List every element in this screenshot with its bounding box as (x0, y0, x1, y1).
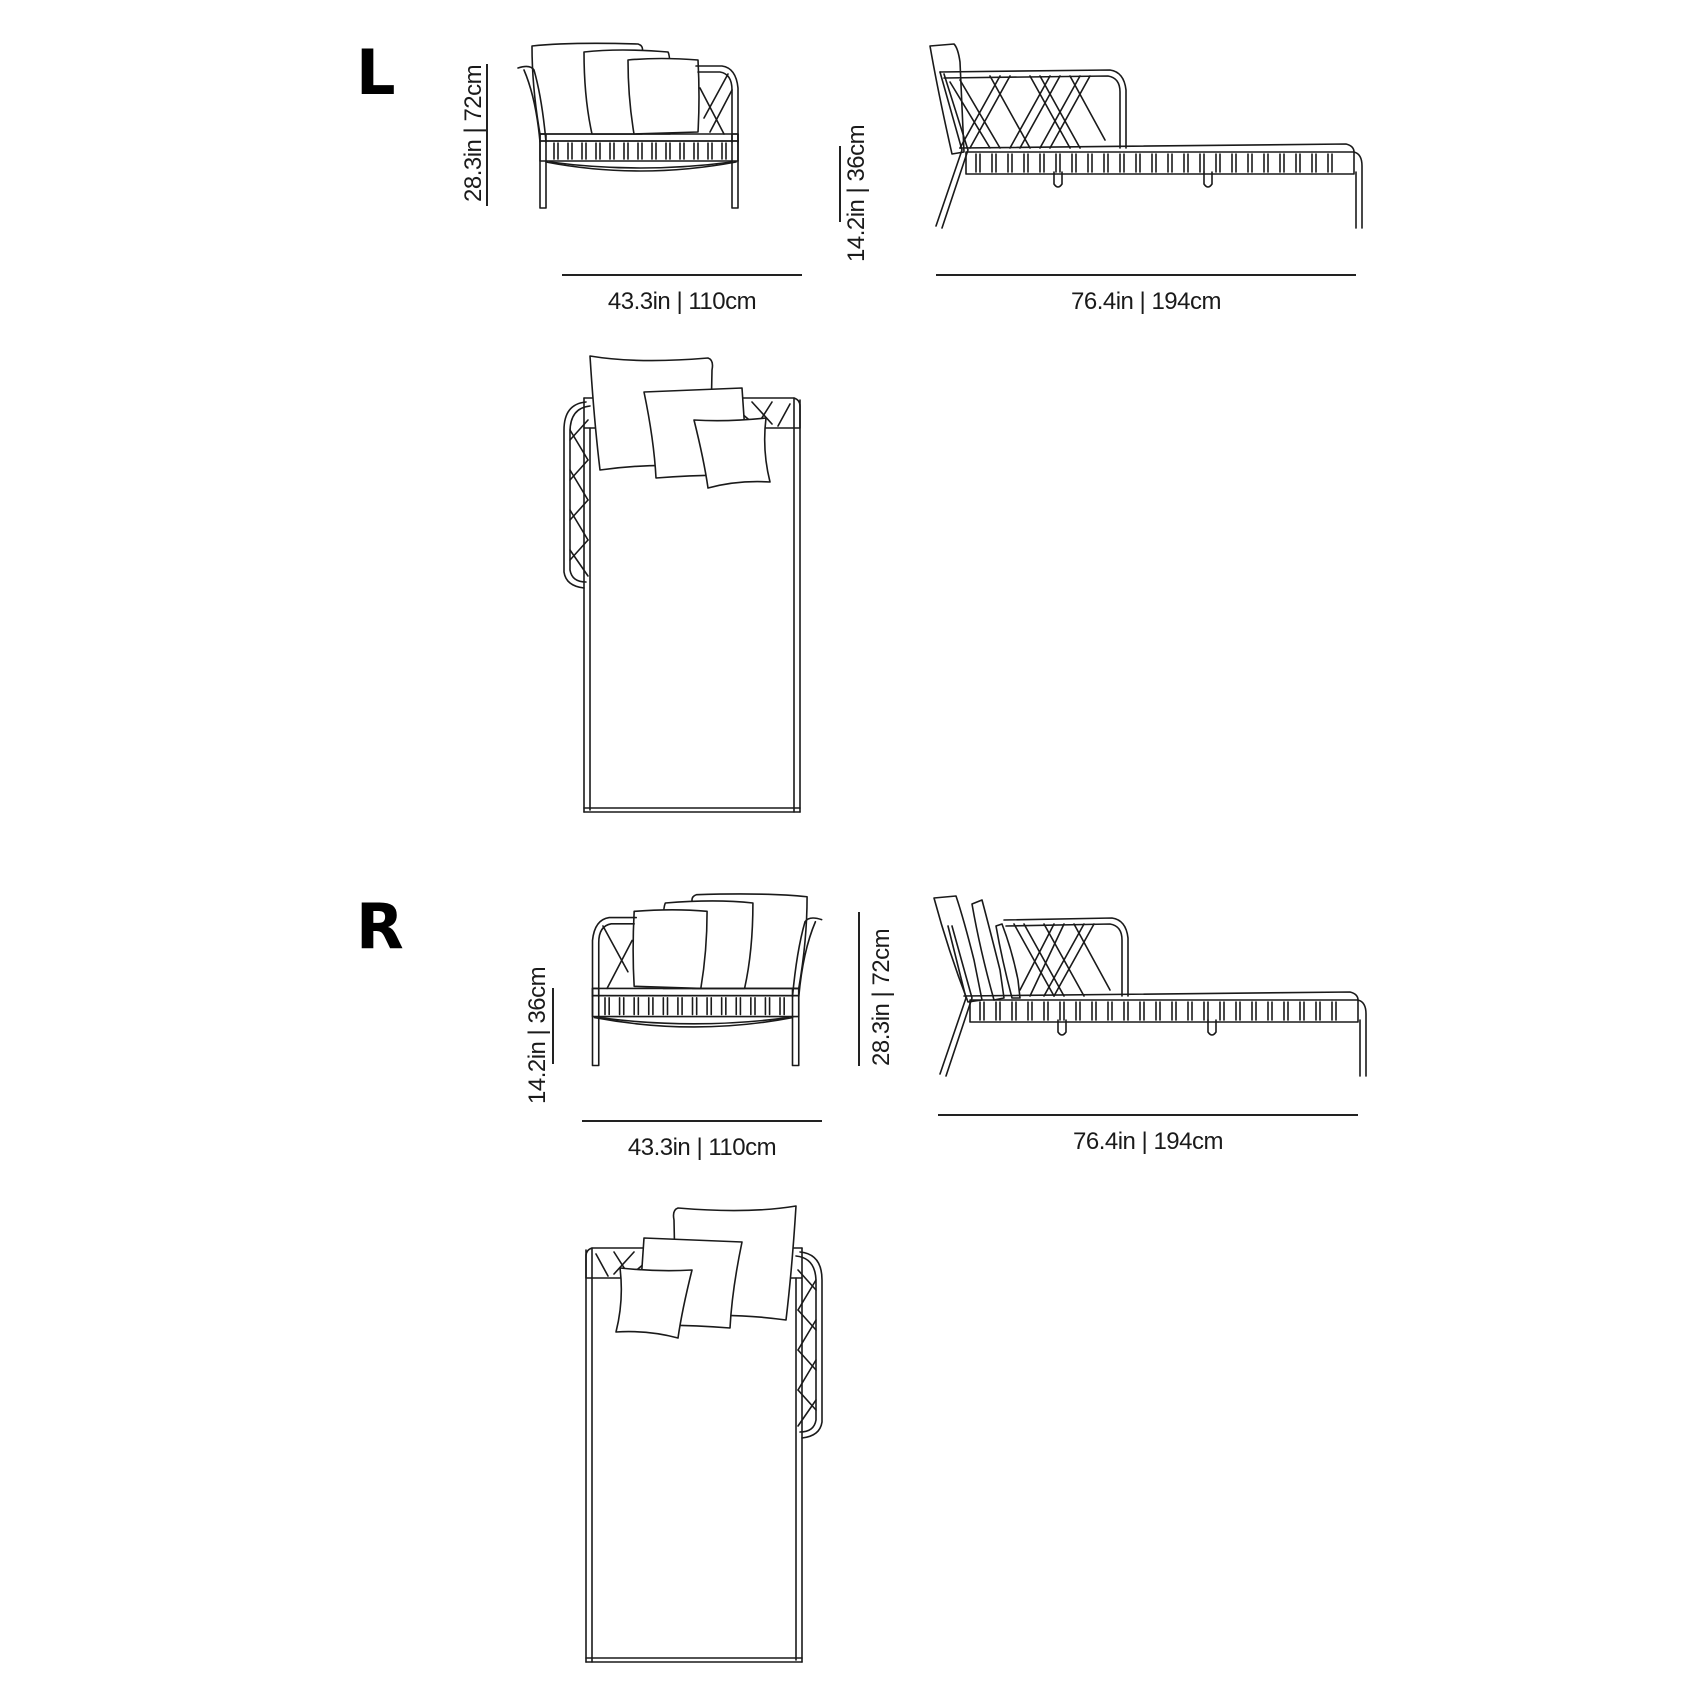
length-dimension-label: 76.4in | 194cm (1071, 288, 1222, 315)
length-dimension-line (936, 274, 1356, 276)
height-dimension-line (486, 64, 488, 206)
side-view-drawing-r (934, 890, 1374, 1076)
top-view-drawing-r (578, 1200, 828, 1665)
variant-label-l: L (356, 36, 396, 109)
seat-height-dimension-line (839, 146, 841, 222)
length-dimension-label: 76.4in | 194cm (1073, 1128, 1224, 1155)
height-dimension-label: 28.3in | 72cm (868, 928, 895, 1066)
width-dimension-label: 43.3in | 110cm (607, 288, 757, 315)
front-view-drawing-r (580, 888, 830, 1068)
top-view-drawing-l (558, 350, 808, 815)
front-view-drawing-l (510, 38, 750, 210)
variant-label-r: R (356, 890, 404, 963)
length-dimension-line (938, 1114, 1358, 1116)
width-dimension-line (582, 1120, 822, 1122)
width-dimension-line (562, 274, 802, 276)
side-view-drawing-l (930, 42, 1370, 228)
seat-height-dimension-line (552, 988, 554, 1064)
height-dimension-label: 28.3in | 72cm (460, 64, 487, 202)
height-dimension-line (858, 912, 860, 1066)
width-dimension-label: 43.3in | 110cm (627, 1134, 777, 1161)
seat-height-dimension-label: 14.2in | 36cm (524, 966, 551, 1104)
seat-height-dimension-label: 14.2in | 36cm (843, 124, 870, 262)
